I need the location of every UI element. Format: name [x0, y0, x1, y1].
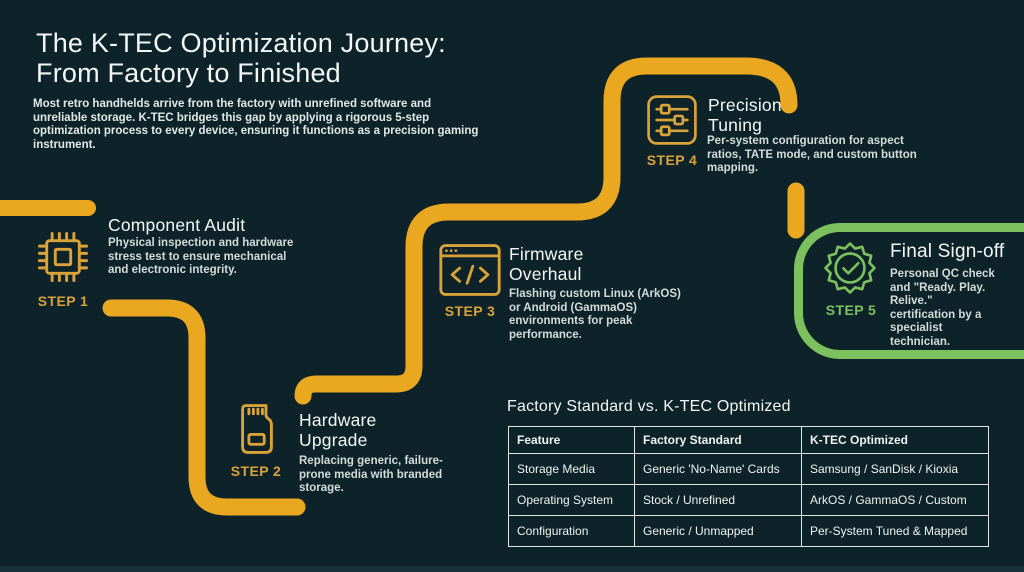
cell-optimized: ArkOS / GammaOS / Custom [801, 484, 989, 516]
step2-label: STEP 2 [230, 463, 282, 479]
sd-card-icon [230, 400, 284, 458]
table-row: Operating System Stock / Unrefined ArkOS… [508, 484, 989, 516]
step1-label: STEP 1 [37, 293, 89, 309]
cell-feature: Storage Media [508, 453, 635, 485]
code-window-icon [438, 242, 502, 298]
step5-label: STEP 5 [825, 302, 877, 318]
bottom-edge-strip [0, 566, 1024, 572]
step2-description: Replacing generic, failure-prone media w… [299, 455, 443, 494]
step3-description: Flashing custom Linux (ArkOS) or Android… [509, 288, 681, 341]
step1-description: Physical inspection and hardware stress … [108, 237, 294, 276]
step4-description: Per-system configuration for aspect rati… [707, 135, 917, 174]
table-header-row: Feature Factory Standard K-TEC Optimized [508, 426, 989, 454]
page-title: The K-TEC Optimization Journey: From Fac… [36, 28, 446, 88]
step3-label: STEP 3 [444, 303, 496, 319]
step5-description: Personal QC check and "Ready. Play. Reli… [890, 268, 995, 348]
table-row: Configuration Generic / Unmapped Per-Sys… [508, 515, 989, 547]
step3-title: Firmware Overhaul [509, 244, 584, 284]
step4-label: STEP 4 [646, 152, 698, 168]
cell-feature: Configuration [508, 515, 635, 547]
final-signoff-frame [794, 223, 1024, 359]
cell-optimized: Samsung / SanDisk / Kioxia [801, 453, 989, 485]
chip-icon [34, 228, 92, 286]
path-segment-step1-step2 [102, 299, 306, 516]
comparison-title: Factory Standard vs. K-TEC Optimized [507, 398, 791, 415]
step5-title: Final Sign-off [890, 241, 1005, 262]
cell-feature: Operating System [508, 484, 635, 516]
step4-title: Precision Tuning [708, 95, 782, 135]
column-header-feature: Feature [508, 426, 635, 454]
cell-factory: Stock / Unrefined [634, 484, 802, 516]
page-title-line1: The K-TEC Optimization Journey: [36, 28, 446, 58]
sliders-icon [645, 93, 699, 147]
path-segment-step2-step4 [294, 57, 798, 405]
cell-factory: Generic / Unmapped [634, 515, 802, 547]
column-header-factory: Factory Standard [634, 426, 802, 454]
step1-title: Component Audit [108, 215, 246, 235]
cell-factory: Generic 'No-Name' Cards [634, 453, 802, 485]
page-title-line2: From Factory to Finished [36, 58, 341, 88]
table-row: Storage Media Generic 'No-Name' Cards Sa… [508, 453, 989, 485]
column-header-optimized: K-TEC Optimized [801, 426, 989, 454]
step2-title: Hardware Upgrade [299, 410, 377, 450]
page-subtitle: Most retro handhelds arrive from the fac… [33, 98, 479, 151]
badge-check-icon [822, 239, 878, 297]
comparison-table: Feature Factory Standard K-TEC Optimized… [508, 426, 989, 547]
cell-optimized: Per-System Tuned & Mapped [801, 515, 989, 547]
